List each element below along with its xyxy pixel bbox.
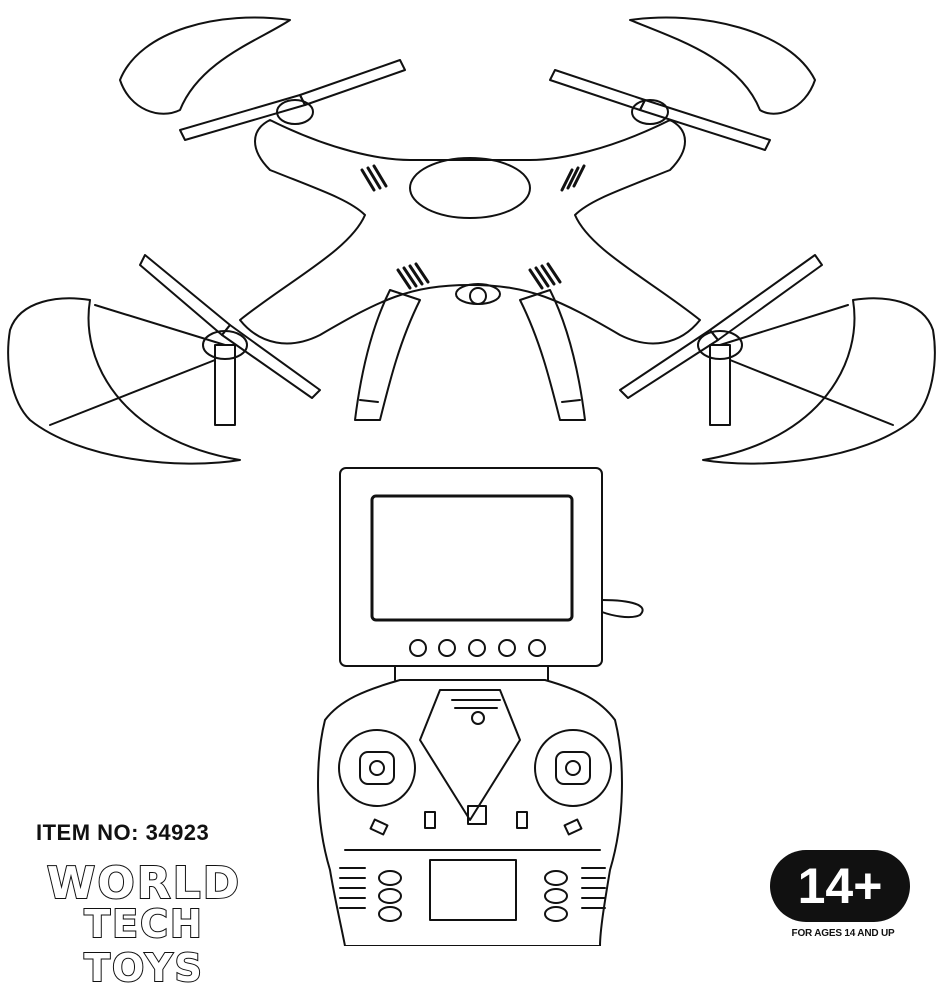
controller-lcd [429,859,517,921]
controller-body [317,679,623,946]
left-stick [359,751,395,785]
drone-camera [469,287,487,305]
drone-leg-left [354,289,421,421]
drone-propellers [139,59,823,399]
age-rating-number: 14+ [797,858,883,914]
drone-center-cover [409,157,531,219]
drone-motors [202,99,743,426]
age-rating-caption: FOR AGES 14 AND UP [791,928,895,939]
drone-leg-right [519,289,586,421]
brand-logo-line1: WORLD [46,857,242,910]
right-stick [555,751,591,785]
right-stick-ring [534,729,612,807]
brand-logo: WORLD TECH TOYS [44,857,244,990]
controller-center-button [471,711,485,725]
drone [7,16,936,465]
controller-grips [339,867,606,909]
remote-controller [317,679,623,946]
left-stick-ring [338,729,416,807]
drone-vents [360,164,586,290]
fpv-monitor [339,467,644,681]
age-rating-badge: 14+ [770,850,910,922]
monitor-buttons [409,639,546,657]
controller-side-buttons [378,870,568,922]
brand-logo-line2: TECH TOYS [83,901,204,990]
monitor-housing [339,467,603,667]
item-number: ITEM NO: 34923 [36,820,210,845]
drone-propeller-guards [7,16,936,465]
monitor-screen [370,494,574,622]
trim-switches [369,805,583,836]
product-illustration [7,16,936,946]
drone-body [239,119,701,345]
